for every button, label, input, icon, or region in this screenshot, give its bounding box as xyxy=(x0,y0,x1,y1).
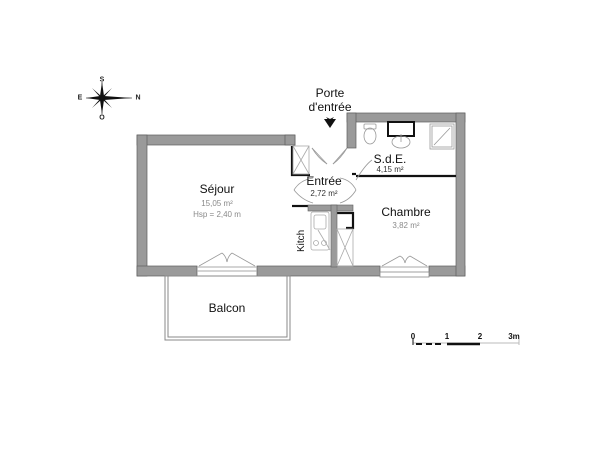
toilet-icon xyxy=(363,123,377,145)
room-balcon: Balcon xyxy=(208,301,246,315)
chambre-window xyxy=(381,255,428,267)
balcony-door xyxy=(198,252,256,267)
compass-rose-icon xyxy=(86,82,132,114)
closet-left xyxy=(292,145,310,175)
entrance-arrow-icon xyxy=(324,119,336,128)
closet-right xyxy=(336,228,354,267)
shower-icon xyxy=(429,123,455,150)
room-kitch: Kitch xyxy=(296,229,307,252)
compass-north-label: N xyxy=(135,94,141,102)
room-entree: Entrée 2,72 m² xyxy=(306,174,342,198)
entrance-label: Porte d'entrée xyxy=(308,86,352,114)
partitions xyxy=(290,146,456,230)
compass-south-label: S xyxy=(99,76,105,84)
room-chambre: Chambre 3,82 m² xyxy=(381,205,431,230)
kitchen-counter xyxy=(310,211,331,251)
entree-door-arcs xyxy=(293,159,373,204)
room-sejour: Séjour 15,05 m² Hsp = 2,40 m xyxy=(193,182,241,219)
entry-door xyxy=(311,147,348,165)
compass-east-label: E xyxy=(77,94,83,102)
sink-icon xyxy=(387,121,415,149)
balcony-outline xyxy=(164,275,291,341)
room-sde: S.d.E. 4,15 m² xyxy=(373,152,407,174)
compass-west-label: O xyxy=(99,114,105,122)
